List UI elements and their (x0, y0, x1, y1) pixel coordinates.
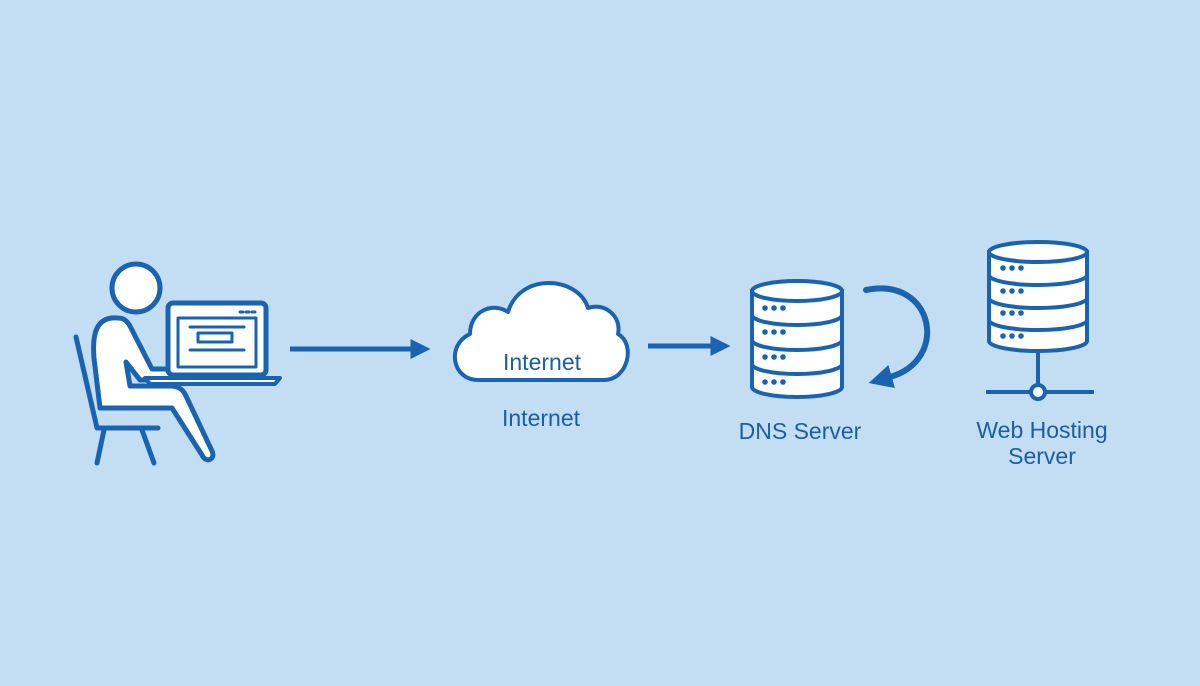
dns-server-label: DNS Server (738, 418, 862, 444)
person-icon (91, 261, 216, 463)
chair-icon (73, 334, 161, 466)
laptop-icon (143, 300, 282, 386)
cloud-icon (452, 281, 630, 382)
database-server-icon (750, 279, 844, 399)
web-hosting-label-line1: Web Hosting (976, 417, 1108, 443)
loop-arrow-icon (863, 285, 931, 389)
server-lights (1000, 265, 1024, 339)
web-hosting-label-line2: Server (1008, 443, 1076, 469)
user-at-laptop-icon (73, 261, 282, 466)
network-server-icon (986, 240, 1094, 401)
cloud-inner-label: Internet (503, 349, 581, 375)
server-lights (762, 305, 786, 385)
internet-label: Internet (502, 405, 580, 431)
